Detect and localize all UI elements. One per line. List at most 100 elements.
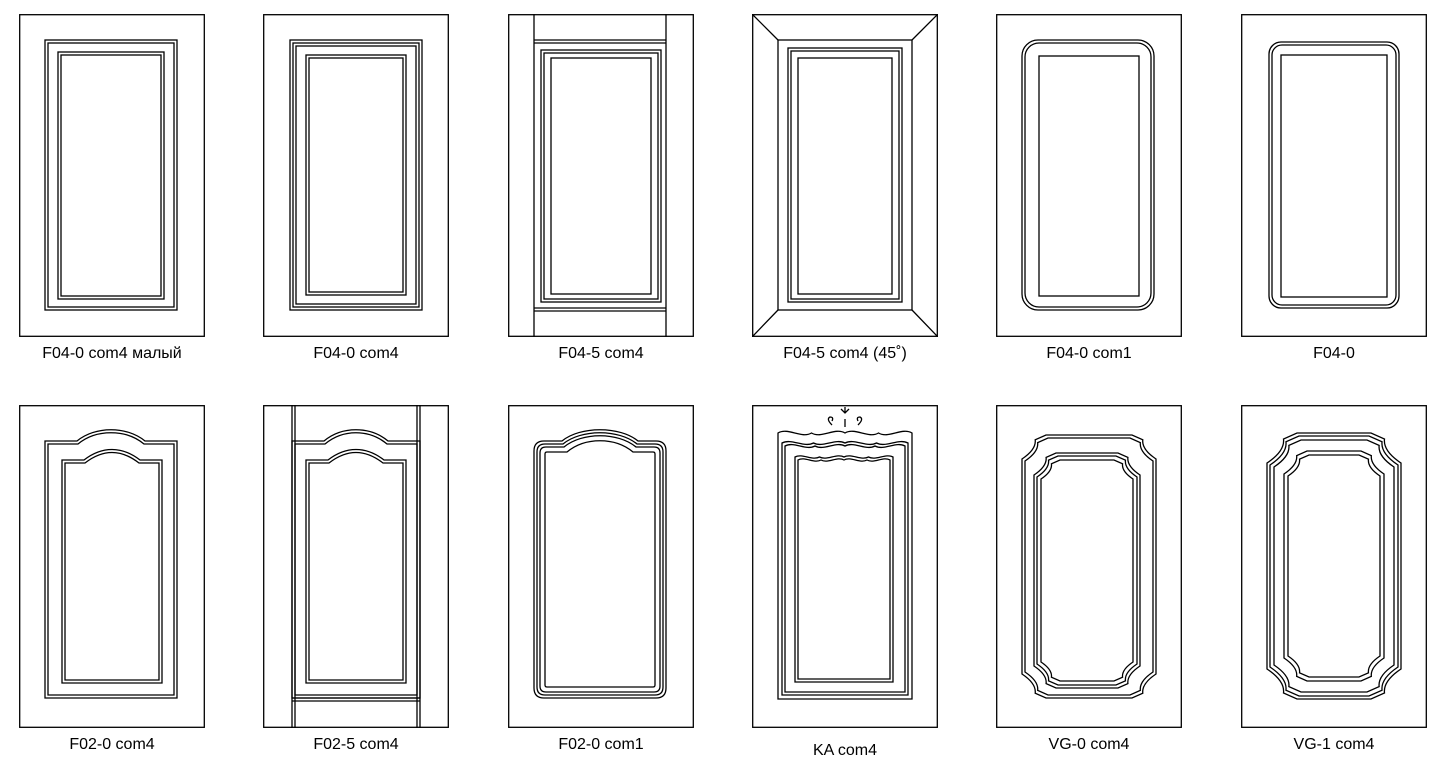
cabinet-door-drawing bbox=[263, 405, 449, 728]
door-svg bbox=[508, 405, 694, 728]
cabinet-door-drawing bbox=[996, 405, 1182, 728]
door-outer-frame bbox=[1241, 405, 1427, 728]
miter-line bbox=[911, 14, 938, 41]
panel-outline bbox=[543, 52, 659, 300]
panel-outline bbox=[308, 451, 404, 681]
miter-line bbox=[752, 14, 779, 41]
panel-outline bbox=[44, 39, 178, 311]
panel-outline bbox=[777, 430, 913, 700]
panel-outline bbox=[794, 455, 894, 683]
door-label: VG-0 com4 bbox=[1048, 736, 1130, 753]
panel-outline bbox=[1021, 434, 1157, 699]
panel-outline bbox=[60, 54, 162, 297]
panel-outline bbox=[797, 458, 891, 680]
panel-outline bbox=[540, 49, 662, 303]
panel-outline bbox=[294, 432, 418, 696]
door-label: VG-1 com4 bbox=[1293, 736, 1375, 753]
door-label: F04-5 com4 (45˚) bbox=[783, 345, 907, 362]
panel-outline bbox=[291, 429, 421, 699]
cabinet-door-drawing bbox=[19, 405, 205, 728]
door-svg bbox=[752, 14, 938, 337]
panel-outline bbox=[1024, 437, 1154, 696]
panel-outline bbox=[305, 448, 407, 684]
panel-outline bbox=[57, 51, 165, 300]
miter-line bbox=[911, 309, 938, 337]
panel-outline bbox=[64, 451, 160, 681]
panel-outline bbox=[539, 435, 661, 693]
panel-outline bbox=[784, 443, 906, 693]
door-outer-frame bbox=[752, 405, 938, 728]
panel-outline bbox=[1021, 39, 1155, 311]
door-label: F04-0 com4 bbox=[313, 345, 399, 362]
panel-outline bbox=[47, 432, 175, 696]
panel-outline bbox=[1268, 41, 1400, 309]
panel-outline bbox=[1033, 452, 1141, 689]
door-outer-frame bbox=[19, 14, 205, 337]
cabinet-door-drawing bbox=[752, 405, 938, 728]
door-svg bbox=[996, 14, 1182, 337]
cabinet-door-drawing bbox=[752, 14, 938, 337]
panel-outline bbox=[1024, 42, 1152, 308]
door-svg bbox=[1241, 405, 1427, 728]
panel-outline bbox=[544, 440, 656, 688]
door-svg bbox=[263, 405, 449, 728]
door-outer-frame bbox=[508, 14, 694, 337]
panel-outline bbox=[787, 47, 903, 303]
door-label: KA com4 bbox=[812, 742, 878, 759]
door-outer-frame bbox=[263, 405, 449, 728]
cabinet-door-drawing bbox=[263, 14, 449, 337]
panel-outline bbox=[289, 39, 423, 311]
door-outer-frame bbox=[263, 14, 449, 337]
panel-outline bbox=[308, 57, 404, 293]
panel-outline bbox=[292, 42, 420, 308]
door-label: F04-5 com4 bbox=[558, 345, 644, 362]
door-label: F02-0 com4 bbox=[69, 736, 155, 753]
panel-outline bbox=[781, 440, 909, 696]
panel-outline bbox=[550, 57, 652, 295]
panel-outline bbox=[1283, 450, 1385, 682]
cabinet-door-drawing bbox=[1241, 405, 1427, 728]
door-outer-frame bbox=[752, 14, 938, 337]
door-svg bbox=[19, 405, 205, 728]
door-svg bbox=[19, 14, 205, 337]
panel-outline bbox=[1271, 44, 1397, 306]
cabinet-door-drawing bbox=[996, 14, 1182, 337]
panel-outline bbox=[536, 432, 664, 696]
panel-outline bbox=[1036, 455, 1138, 686]
panel-outline bbox=[44, 429, 178, 699]
door-label: F04-0 com1 bbox=[1046, 345, 1132, 362]
panel-outline bbox=[1269, 435, 1399, 697]
door-outer-frame bbox=[1241, 14, 1427, 337]
panel-outline bbox=[790, 50, 900, 300]
panel-outline bbox=[777, 39, 913, 311]
door-svg bbox=[508, 14, 694, 337]
panel-outline bbox=[295, 45, 417, 305]
panel-outline bbox=[533, 429, 667, 699]
panel-outline bbox=[1266, 432, 1402, 700]
panel-outline bbox=[305, 54, 407, 296]
panel-outline bbox=[1040, 459, 1134, 682]
cabinet-door-drawing bbox=[1241, 14, 1427, 337]
panel-outline bbox=[61, 448, 163, 684]
door-label: F04-0 bbox=[1313, 345, 1355, 362]
door-outer-frame bbox=[19, 405, 205, 728]
ornament bbox=[827, 407, 863, 427]
door-outer-frame bbox=[508, 405, 694, 728]
panel-outline bbox=[1280, 54, 1388, 298]
door-label: F04-0 com4 малый bbox=[42, 345, 182, 362]
cabinet-door-drawing bbox=[508, 405, 694, 728]
cabinet-door-drawing bbox=[19, 14, 205, 337]
panel-outline bbox=[47, 42, 175, 308]
door-svg bbox=[263, 14, 449, 337]
panel-outline bbox=[1273, 439, 1395, 693]
panel-outline bbox=[797, 57, 893, 295]
miter-line bbox=[752, 309, 779, 337]
door-label: F02-0 com1 bbox=[558, 736, 644, 753]
door-svg bbox=[752, 405, 938, 728]
door-outer-frame bbox=[996, 14, 1182, 337]
door-svg bbox=[1241, 14, 1427, 337]
door-svg bbox=[996, 405, 1182, 728]
panel-outline bbox=[1287, 454, 1381, 678]
door-label: F02-5 com4 bbox=[313, 736, 399, 753]
cabinet-door-drawing bbox=[508, 14, 694, 337]
